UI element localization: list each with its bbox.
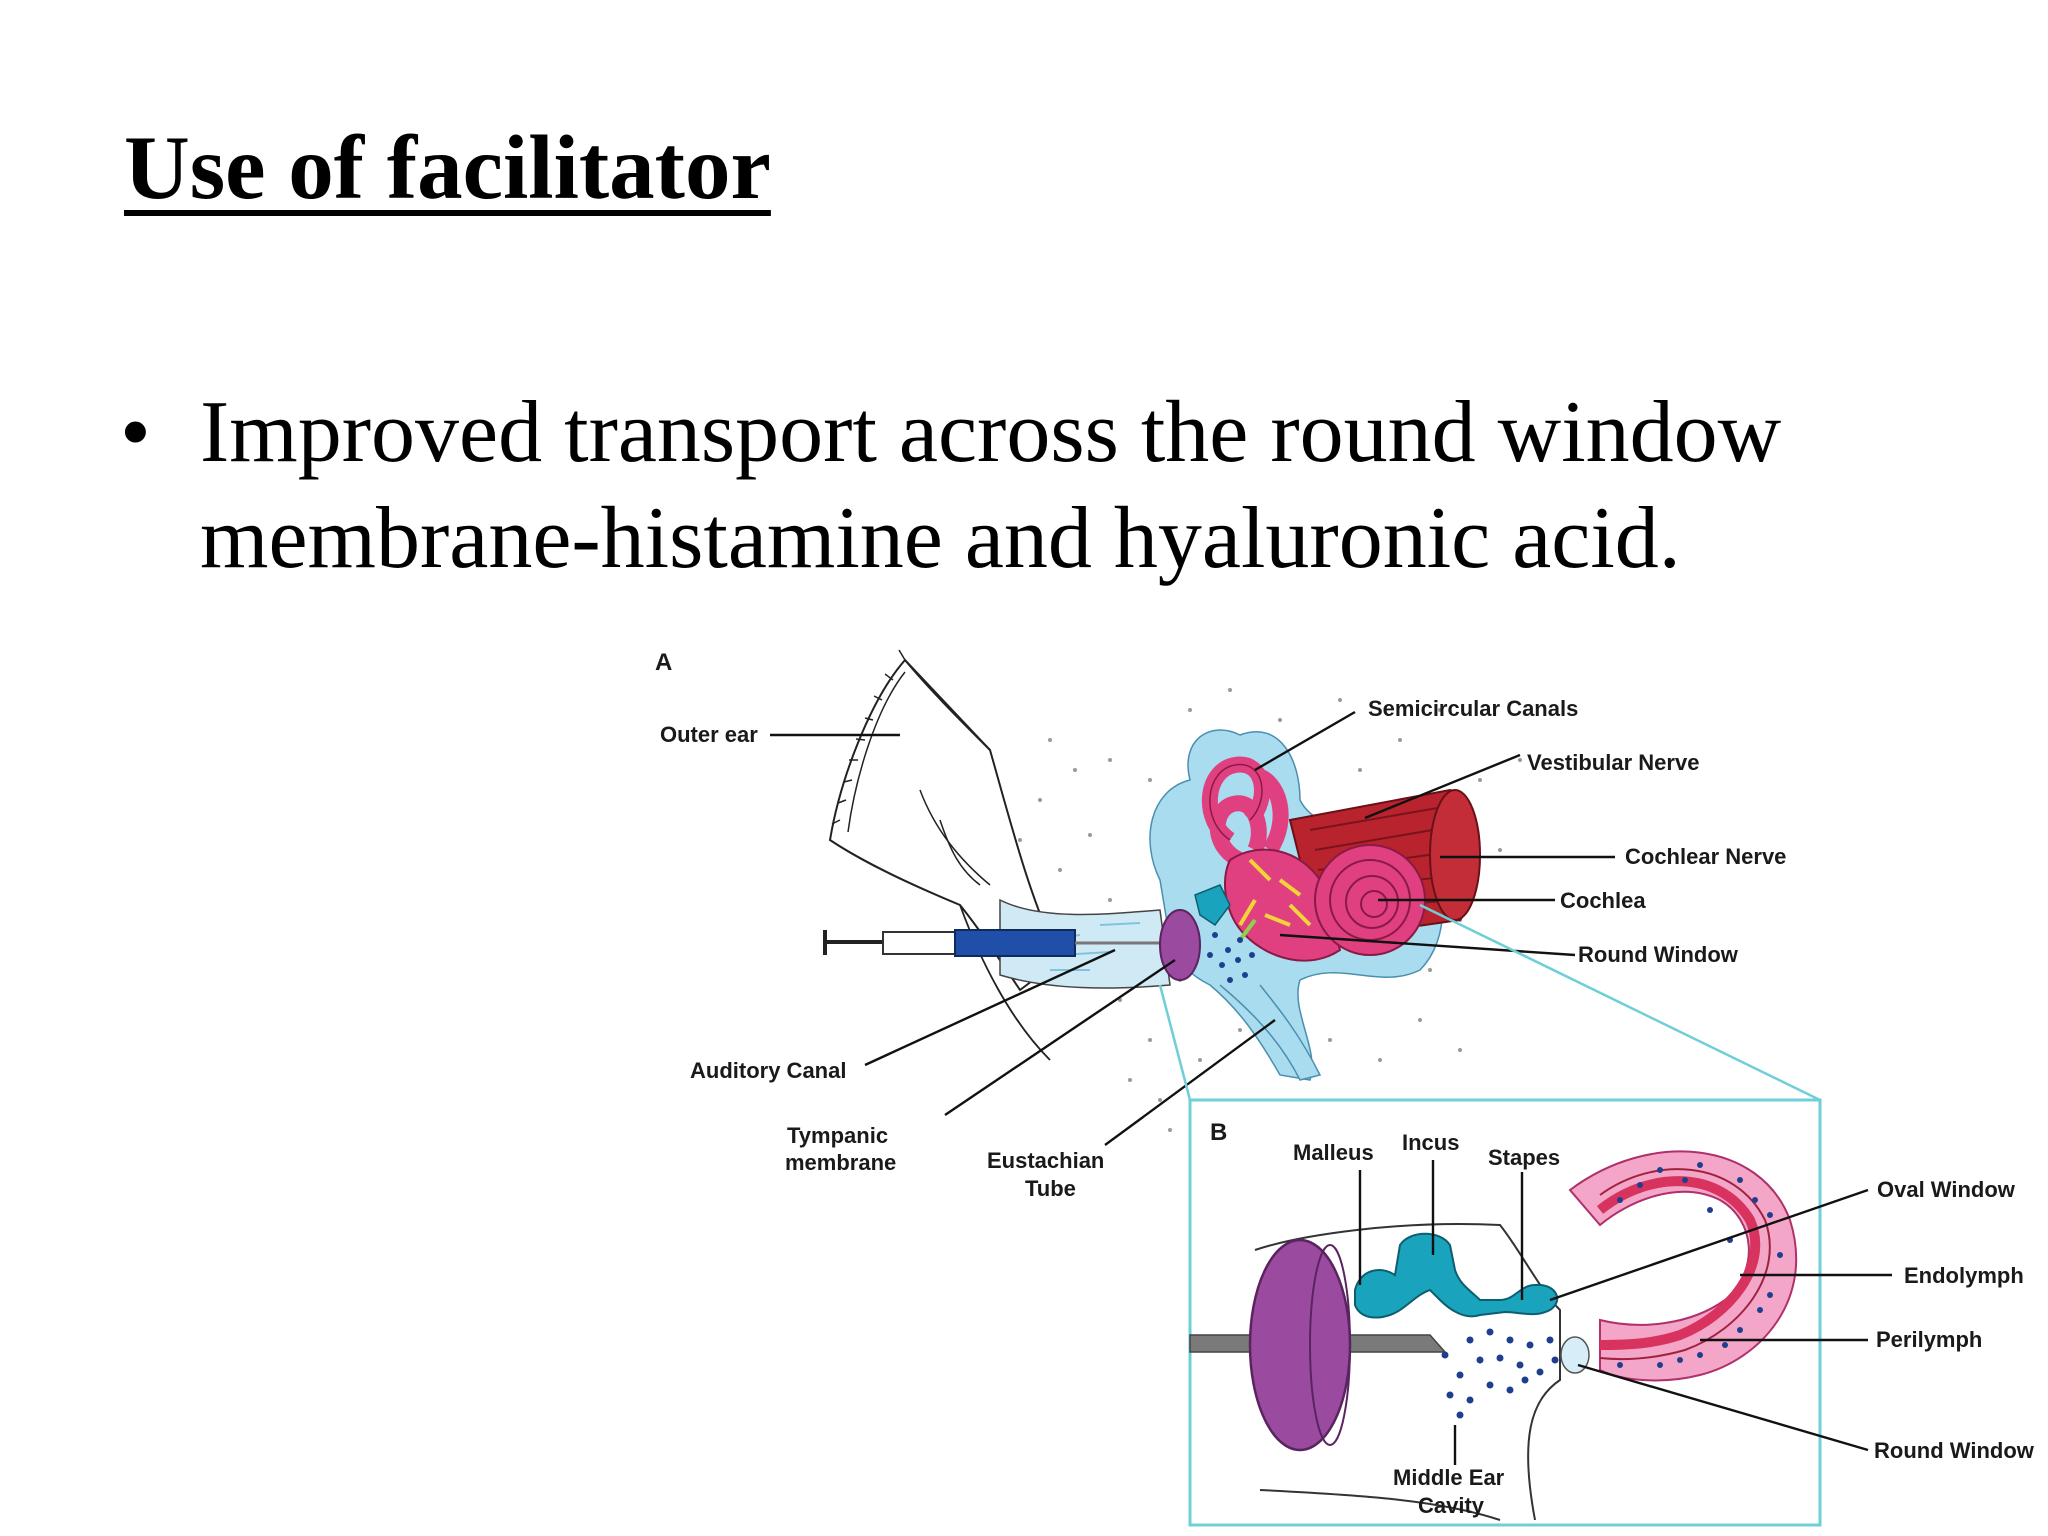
label-round-window-b: Round Window [1874,1438,2035,1463]
label-tympanic-1: Tympanic [787,1123,888,1148]
label-cochlear-nerve: Cochlear Nerve [1625,844,1786,869]
tympanic-membrane-shape [1159,909,1201,981]
panel-a-letter: A [655,649,672,676]
middle-ear-dots-b [1441,1328,1559,1419]
ossicles-shape [1354,1232,1559,1319]
label-middle-ear-1: Middle Ear [1393,1465,1505,1490]
panel-b-letter: B [1210,1119,1227,1146]
label-eustachian-1: Eustachian [987,1148,1104,1173]
label-cochlea: Cochlea [1560,888,1646,913]
label-endolymph: Endolymph [1904,1263,2024,1288]
diffusion-arrows [1238,858,1312,942]
tympanic-disc-b [1248,1238,1352,1452]
syringe [823,929,1175,957]
label-vestibular-nerve: Vestibular Nerve [1527,750,1699,775]
label-round-window-a: Round Window [1578,942,1739,967]
label-oval-window: Oval Window [1877,1177,2016,1202]
panel-b: B [1188,1098,2035,1527]
label-stapes: Stapes [1488,1145,1560,1170]
bullet-list: • Improved transport across the round wi… [120,380,2020,592]
bullet-item: • Improved transport across the round wi… [120,380,2020,592]
label-eustachian-2: Tube [1025,1176,1076,1201]
bullet-text: Improved transport across the round wind… [200,384,1782,587]
label-auditory-canal: Auditory Canal [690,1058,846,1083]
middle-ear-dots [1207,932,1255,983]
label-perilymph: Perilymph [1876,1327,1982,1352]
label-middle-ear-2: Cavity [1418,1493,1485,1518]
label-outer-ear: Outer ear [660,722,758,747]
label-semicircular-canals: Semicircular Canals [1368,696,1578,721]
label-malleus: Malleus [1293,1140,1374,1165]
slide-title: Use of facilitator [124,117,771,218]
label-incus: Incus [1402,1130,1459,1155]
panel-a: A [655,649,1786,1201]
label-tympanic-2: membrane [785,1150,896,1175]
perilymph-dots [1617,1162,1783,1368]
bullet-dot-icon: • [120,384,151,481]
